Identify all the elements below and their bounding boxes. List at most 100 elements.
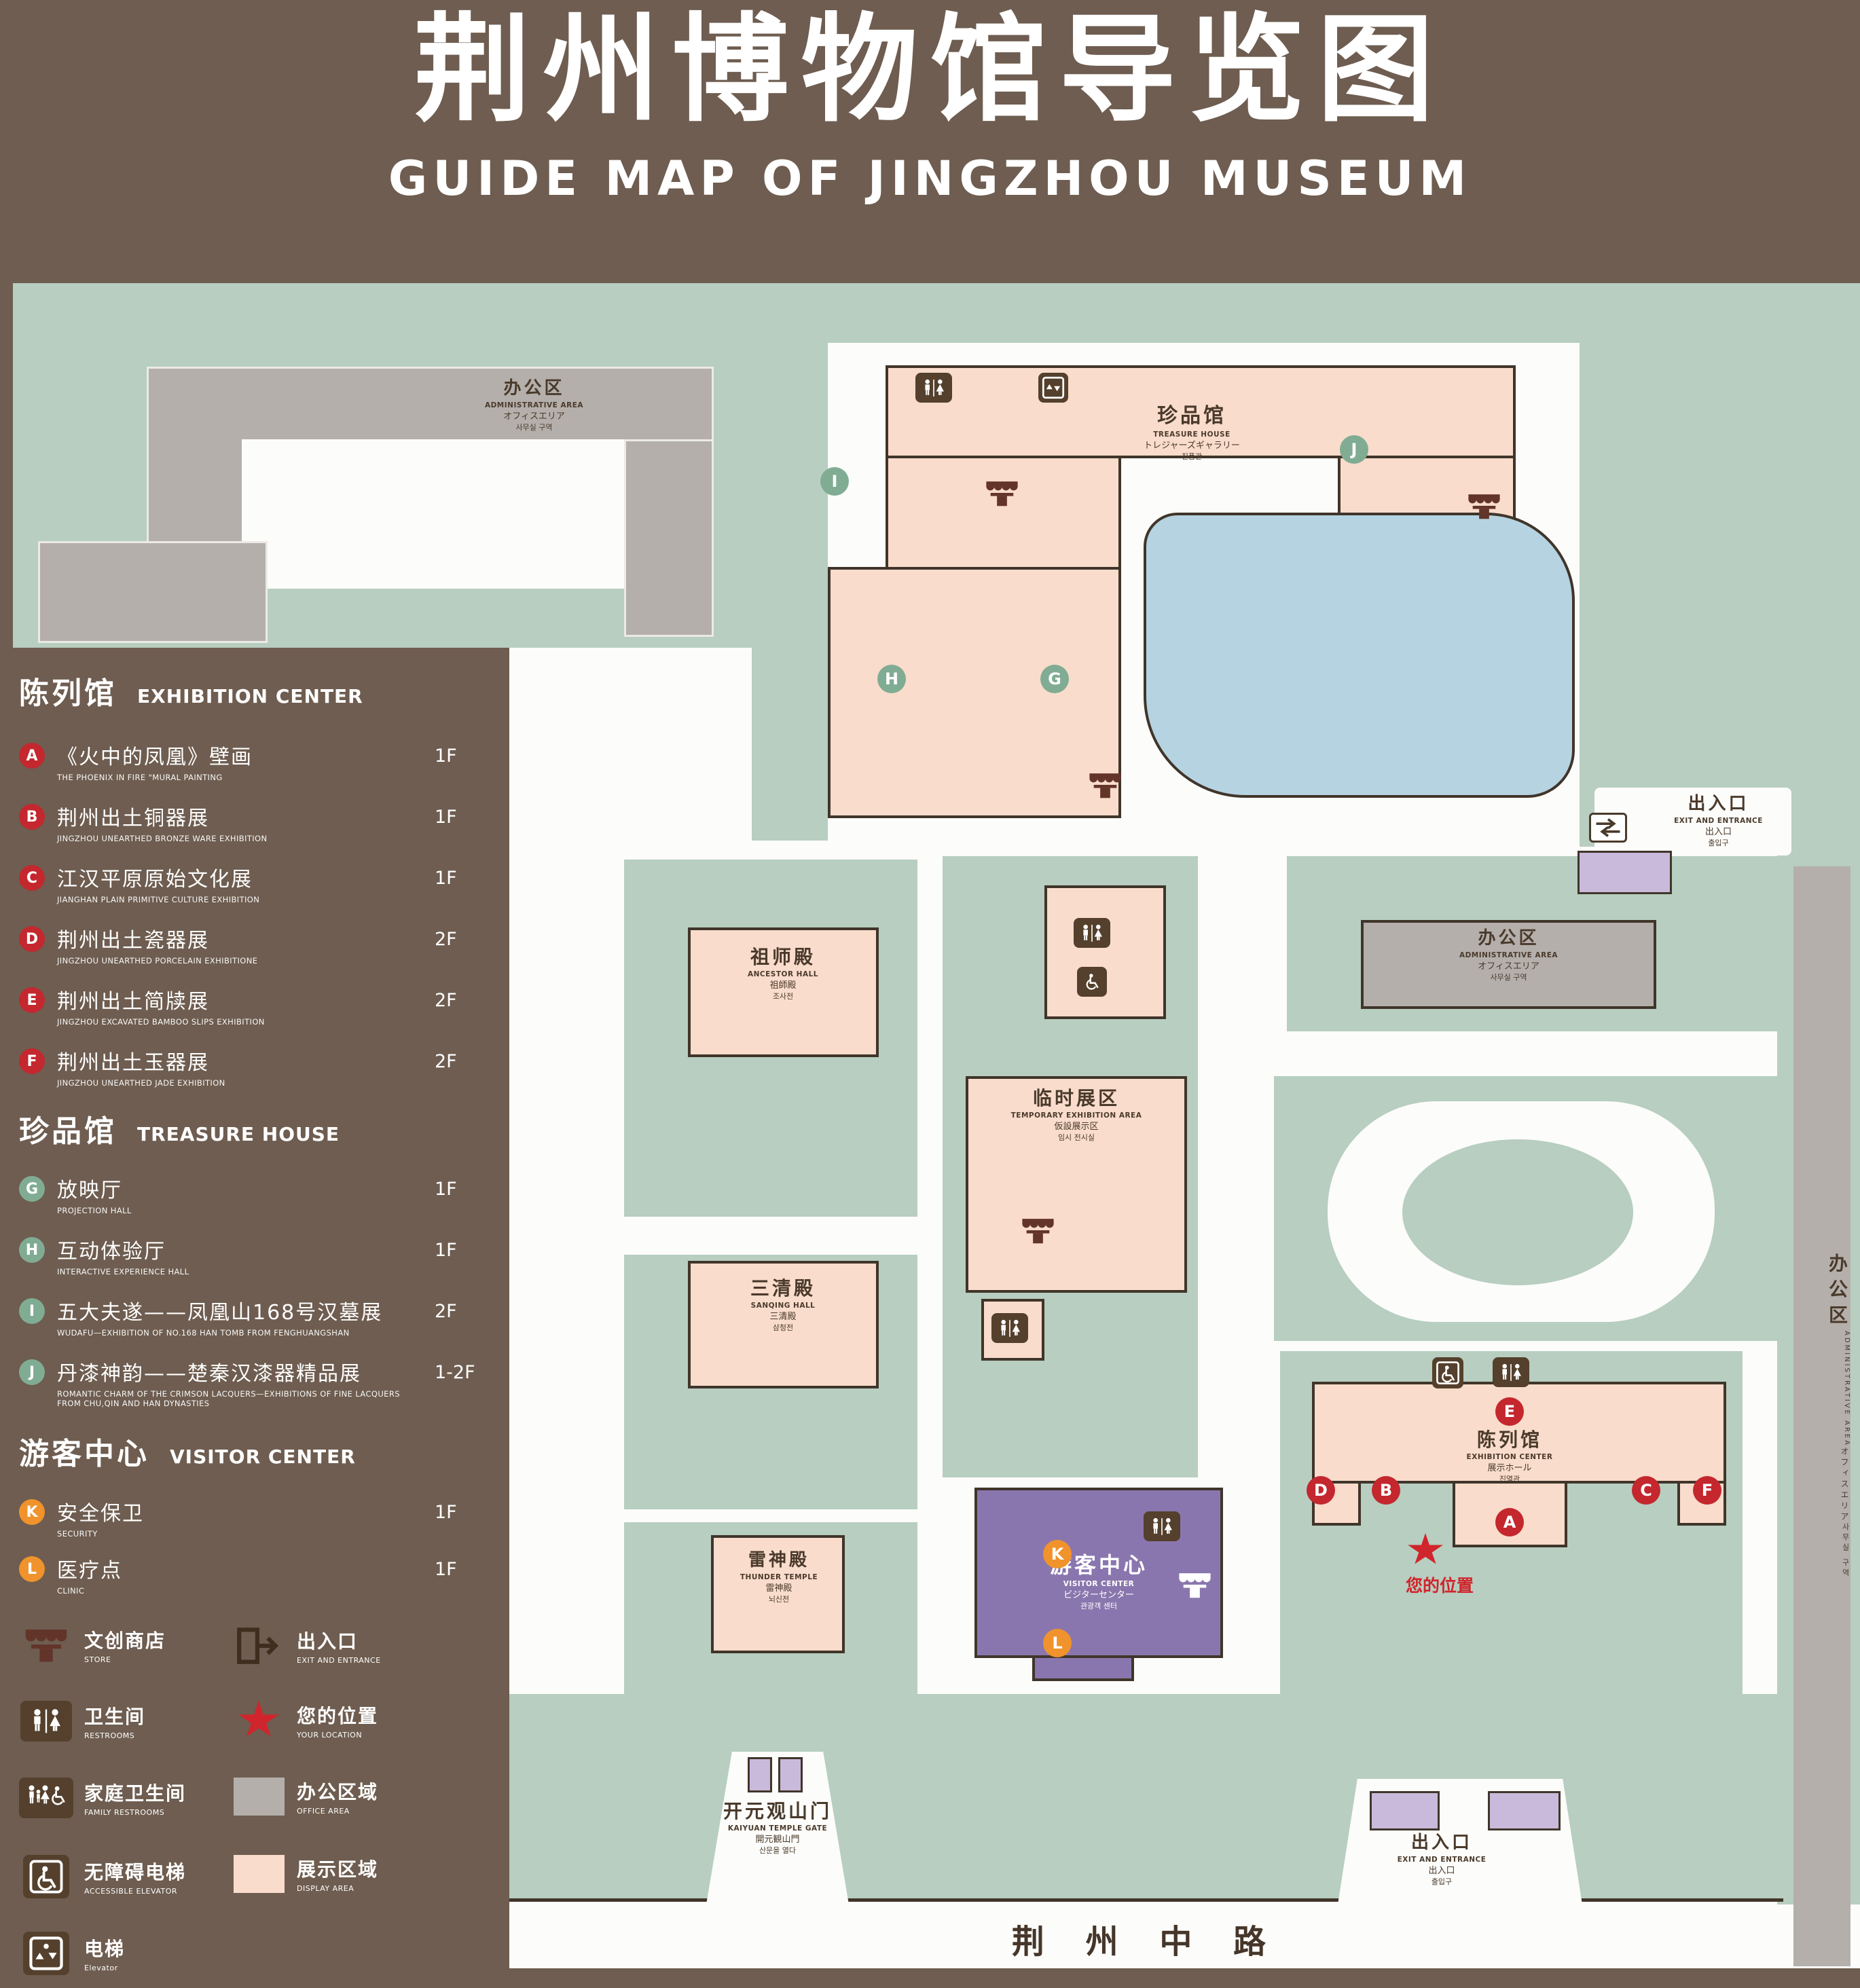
legend-item-C: C 江汉平原原始文化展 JIANGHAN PLAIN PRIMITIVE CUL… xyxy=(19,862,494,904)
admin-right-ko: 사무실 구역 xyxy=(1841,1523,1850,1579)
floor-badge: 2F xyxy=(435,1051,457,1072)
marker-badge: A xyxy=(19,743,45,769)
map-marker-F: F xyxy=(1693,1476,1721,1505)
floor-badge: 1F xyxy=(435,1240,457,1261)
admin-right-ja: オフィスエリア xyxy=(1840,1447,1849,1524)
accessible-elevator-icon xyxy=(19,1855,73,1898)
thunder-temple-label: 雷神殿 THUNDER TEMPLE 雷神殿 뇌신전 xyxy=(740,1550,818,1604)
legend-item-J: J 丹漆神韵——楚秦汉漆器精品展 ROMANTIC CHARM OF THE C… xyxy=(19,1357,494,1408)
legend-symbol-accessible-elevator: 无障碍电梯 ACCESSIBLE ELEVATOR xyxy=(19,1855,186,1898)
exit-arrows-icon xyxy=(1589,813,1627,843)
store-icon xyxy=(19,1627,73,1664)
admin-courtyard xyxy=(242,439,624,589)
legend-section-exhibition: 陈列馆 EXHIBITION CENTER xyxy=(19,676,363,711)
map-marker-L: L xyxy=(1043,1629,1072,1657)
poster-title: 荆州博物馆导览图 xyxy=(414,1,1446,138)
restroom-icon xyxy=(1074,918,1110,948)
legend-symbol-family-restroom: 家庭卫生间 FAMILY RESTROOMS xyxy=(19,1778,186,1818)
store-icon xyxy=(983,479,1021,508)
accessible-restroom-icon xyxy=(1077,967,1107,997)
admin-top-label: 办公区 ADMINISTRATIVE AREA オフィスエリア 사무실 구역 xyxy=(484,378,584,432)
legend-section-treasure: 珍品馆 TREASURE HOUSE xyxy=(19,1114,340,1149)
entrance-pad xyxy=(1578,851,1672,894)
admin-right-zh: 办公区 xyxy=(1826,1253,1848,1331)
restroom-icon xyxy=(991,1313,1028,1343)
admin-right-en: ADMINISTRATIVE AREA xyxy=(1843,1331,1850,1448)
restroom-icon xyxy=(1493,1357,1529,1387)
store-icon xyxy=(1087,771,1124,800)
map-marker-K: K xyxy=(1043,1540,1072,1568)
lake xyxy=(1144,513,1575,798)
map-marker-D: D xyxy=(1307,1476,1335,1505)
floor-badge: 1F xyxy=(435,1179,457,1200)
display-area-swatch xyxy=(232,1855,286,1893)
floor-badge: 1F xyxy=(435,746,457,767)
office-strip-right xyxy=(1793,866,1850,1966)
map-marker-G: G xyxy=(1040,665,1069,693)
legend-item-E: E 荆州出土简牍展 JINGZHOU EXCAVATED BAMBOO SLIP… xyxy=(19,984,494,1027)
exit-top-label: 出入口 EXIT AND ENTRANCE 出入口 출입구 xyxy=(1674,794,1763,847)
elevator-icon xyxy=(19,1932,73,1975)
marker-badge: E xyxy=(19,987,45,1013)
legend-item-L: L 医疗点 CLINIC 1F xyxy=(19,1553,494,1596)
sanqing-hall-building xyxy=(688,1261,879,1388)
marker-badge: L xyxy=(19,1556,45,1582)
map-marker-J: J xyxy=(1340,435,1368,464)
treasure-house-north xyxy=(886,365,1516,458)
restroom-icon xyxy=(19,1701,73,1742)
lawn-treasure-west xyxy=(752,342,828,841)
legend-item-H: H 互动体验厅 INTERACTIVE EXPERIENCE HALL 1F xyxy=(19,1234,494,1276)
store-icon xyxy=(1465,492,1503,521)
floor-badge: 1-2F xyxy=(435,1362,475,1383)
ancestor-hall-label: 祖师殿 ANCESTOR HALL 祖師殿 조사전 xyxy=(748,946,818,1001)
map-marker-A: A xyxy=(1495,1508,1524,1536)
legend-item-K: K 安全保卫 SECURITY 1F xyxy=(19,1496,494,1539)
restroom-icon xyxy=(1144,1511,1180,1541)
temporary-exhibition-label: 临时展区 TEMPORARY EXHIBITION AREA 仮設展示区 임시 … xyxy=(1010,1087,1142,1143)
entrance-pad xyxy=(1488,1791,1561,1830)
exit-top-patch xyxy=(1594,788,1791,855)
marker-badge: B xyxy=(19,804,45,830)
map-marker-C: C xyxy=(1632,1476,1660,1505)
poster-subtitle: GUIDE MAP OF JINGZHOU MUSEUM xyxy=(388,151,1472,206)
exhibition-center-building xyxy=(1312,1382,1726,1484)
legend-symbol-exit: 出入口 EXIT AND ENTRANCE xyxy=(232,1626,381,1665)
exhibition-center-label: 陈列馆 EXHIBITION CENTER 展示ホール 진열관 xyxy=(1466,1429,1553,1484)
legend-symbol-office-area: 办公区域 OFFICE AREA xyxy=(232,1778,378,1816)
marker-badge: D xyxy=(19,926,45,952)
ancestor-hall-building xyxy=(688,927,879,1057)
lawn-south xyxy=(509,1694,1783,1902)
floor-badge: 2F xyxy=(435,990,457,1011)
admin-right-label: 办公区 ADMINISTRATIVE AREA オフィスエリア 사무실 구역 xyxy=(1793,866,1850,1966)
restroom-building xyxy=(1044,885,1166,1019)
exit-bottom-label: 出入口 EXIT AND ENTRANCE 出入口 출입구 xyxy=(1397,1833,1487,1886)
floor-badge: 1F xyxy=(435,807,457,828)
sanqing-hall-label: 三清殿 SANQING HALL 三清殿 삼청전 xyxy=(750,1277,816,1333)
elevator-icon xyxy=(1038,373,1068,403)
legend-symbol-store: 文创商店 STORE xyxy=(19,1626,166,1664)
gate-pad xyxy=(778,1757,803,1792)
marker-badge: H xyxy=(19,1237,45,1263)
floor-badge: 2F xyxy=(435,929,457,950)
gate-label: 开元观山门 KAIYUAN TEMPLE GATE 開元観山門 산문을 열다 xyxy=(723,1800,832,1856)
family-restroom-icon xyxy=(19,1778,73,1818)
your-location-label: 您的位置 xyxy=(1405,1576,1474,1596)
legend-item-I: I 五大夫遂——凤凰山168号汉墓展 WUDAFU—EXHIBITION OF … xyxy=(19,1295,494,1338)
admin-building-east xyxy=(624,439,714,637)
legend-section-visitor: 游客中心 VISITOR CENTER xyxy=(19,1437,356,1471)
admin-building-west xyxy=(38,541,268,643)
restroom-icon xyxy=(915,373,952,403)
legend-symbol-your-location: 您的位置 YOUR LOCATION xyxy=(232,1701,378,1740)
marker-badge: C xyxy=(19,865,45,891)
lawn-treasure-east xyxy=(1580,318,1783,847)
marker-badge: F xyxy=(19,1048,45,1074)
legend-item-A: A 《火中的凤凰》壁画 THE PHOENIX IN FIRE "MURAL P… xyxy=(19,740,494,782)
visitor-center-building xyxy=(974,1488,1223,1658)
marker-badge: G xyxy=(19,1176,45,1202)
office-area-swatch xyxy=(232,1778,286,1816)
legend-symbol-display-area: 展示区域 DISPLAY AREA xyxy=(232,1855,378,1893)
treasure-house-mid xyxy=(886,456,1121,570)
map-marker-B: B xyxy=(1372,1476,1400,1505)
map-marker-I: I xyxy=(820,467,849,496)
